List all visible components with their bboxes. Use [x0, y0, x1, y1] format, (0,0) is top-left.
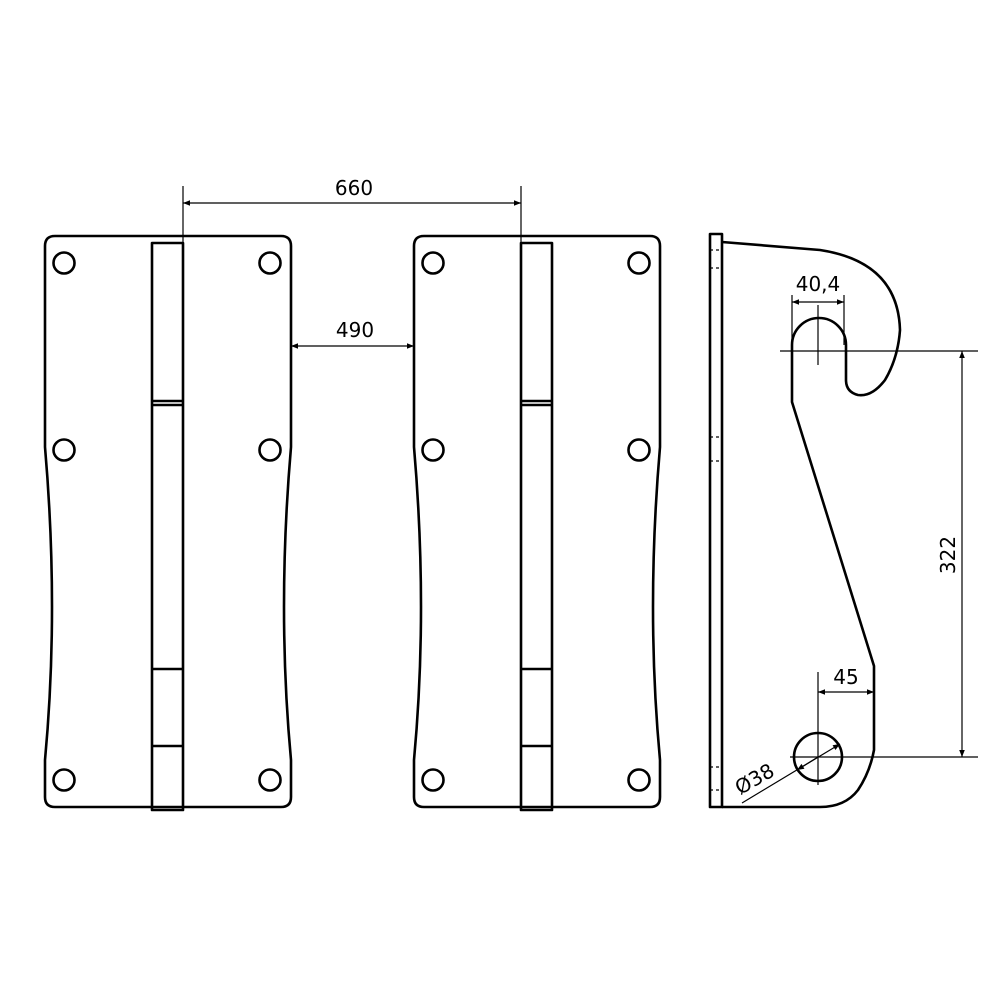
dimension-45: 45	[817, 665, 874, 730]
dimension-label: Ø38	[731, 758, 779, 799]
side-view-bracket	[708, 232, 902, 809]
dimension-660: 660	[182, 176, 522, 243]
dimension-label: 322	[936, 536, 960, 574]
dimension-label: 660	[335, 176, 373, 200]
front-view-plate-right	[412, 234, 662, 812]
front-view-plate-left	[43, 234, 293, 812]
dimension-diameter-38: Ø38	[731, 743, 841, 804]
dimension-40-4: 40,4	[791, 272, 845, 345]
dimension-490: 490	[291, 318, 414, 349]
dimension-label: 490	[336, 318, 374, 342]
dimension-label: 40,4	[796, 272, 841, 296]
dimension-label: 45	[833, 665, 858, 689]
dimension-322: 322	[936, 351, 965, 757]
